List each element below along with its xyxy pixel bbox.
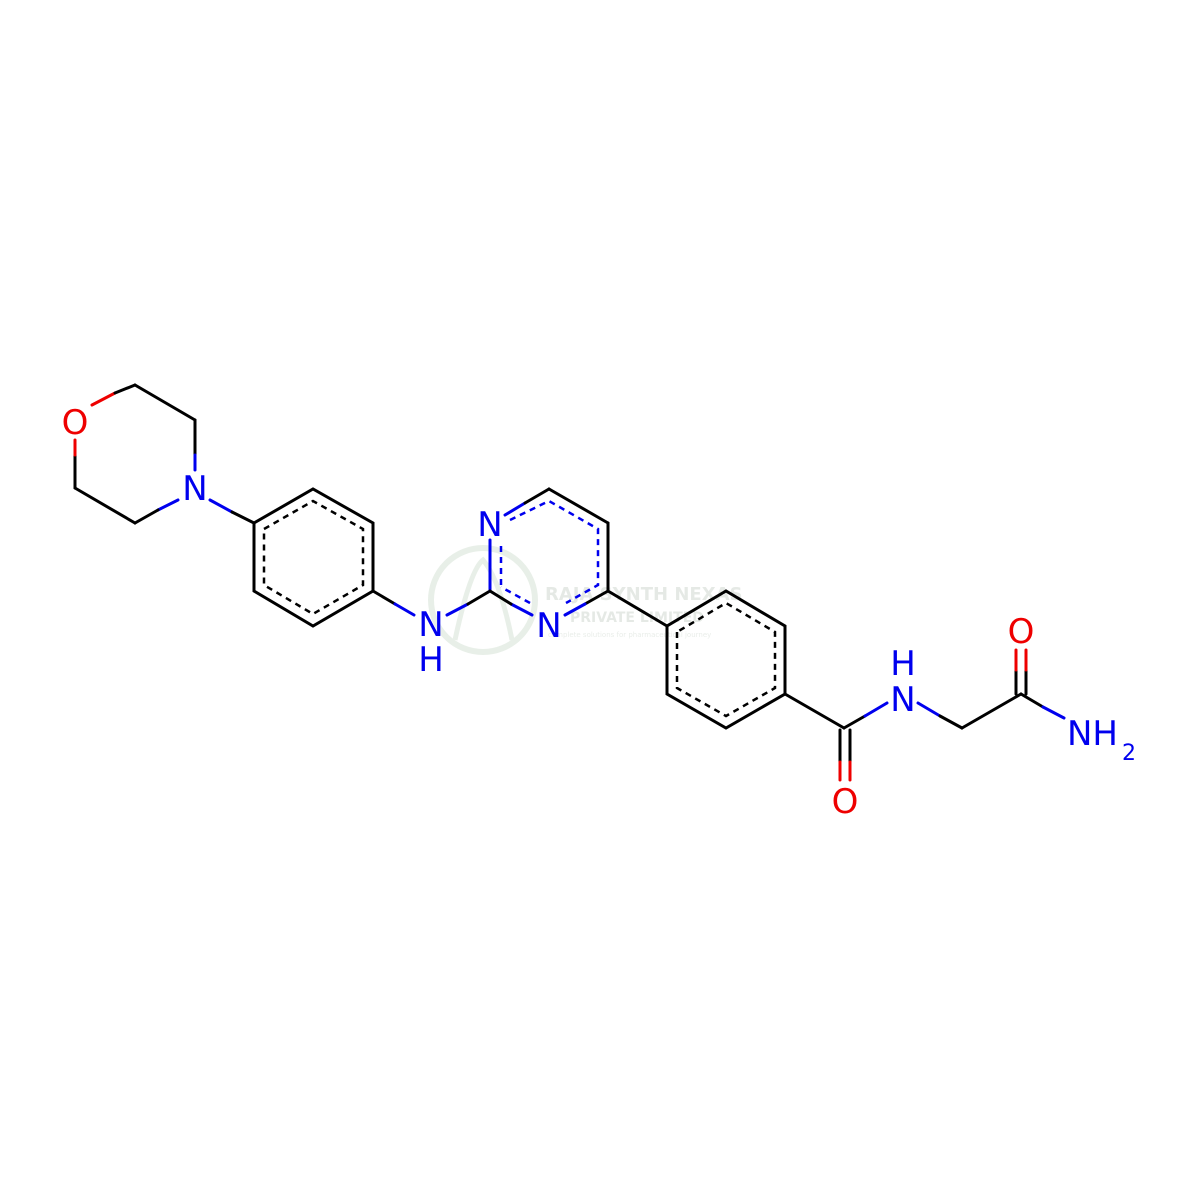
bond	[445, 602, 470, 617]
ring-aromatic	[500, 585, 531, 605]
bond	[133, 508, 160, 525]
bond	[938, 714, 964, 730]
atom-label-amide-o: O	[832, 782, 859, 822]
ring-aromatic	[675, 601, 777, 718]
bond	[503, 501, 527, 517]
bond	[466, 589, 492, 606]
bond	[90, 391, 117, 407]
bond	[606, 589, 669, 628]
ring-outline	[252, 487, 375, 628]
watermark-line3: complete solutions for pharmaceutical jo…	[548, 631, 711, 639]
atom-label-amine-n: N	[418, 605, 443, 645]
bond	[509, 602, 534, 617]
atom-label-morpholine-n: N	[182, 469, 207, 509]
atom-label-terminal-h2-subscript: 2	[1122, 741, 1136, 766]
bond	[133, 383, 197, 422]
bond	[583, 589, 610, 606]
watermark-logo-ring	[428, 545, 538, 655]
atom-label-amine-h: H	[418, 640, 444, 680]
bond	[230, 510, 256, 525]
bond	[393, 602, 416, 617]
bond	[1019, 692, 1045, 709]
watermark-logo-mark	[452, 556, 515, 641]
bond	[113, 383, 137, 395]
bond	[488, 589, 513, 606]
left-benzene-ring	[252, 487, 375, 628]
ring-aromatic	[262, 499, 365, 616]
atom-label-morpholine-o: O	[62, 403, 89, 443]
atom-label-terminal-nh: NH	[1067, 714, 1118, 754]
watermark-line2: PRIVATE LIMITED	[570, 610, 704, 626]
atom-label-pyrimidine-n3: N	[536, 606, 561, 646]
atom-label-amide-h: H	[890, 644, 916, 684]
bond	[547, 487, 610, 525]
bond	[156, 498, 180, 512]
bond	[842, 714, 867, 730]
ring-aromatic	[509, 499, 600, 605]
atom-labels: O N N H N N N H O O NH 2	[62, 403, 1136, 822]
bond	[523, 487, 551, 505]
bond	[208, 498, 234, 514]
atom-label-terminal-o: O	[1008, 612, 1035, 652]
bond	[563, 602, 587, 617]
bond	[916, 701, 942, 718]
pyrimidine-ring	[488, 487, 610, 617]
watermark: RAJA SYNTH NEXAS PRIVATE LIMITED complet…	[428, 545, 743, 655]
bond	[371, 589, 397, 606]
bond	[1041, 705, 1066, 720]
watermark-line1: RAJA SYNTH NEXAS	[545, 584, 743, 605]
atom-label-amide-n: N	[890, 680, 915, 720]
morpholine-ring	[73, 383, 197, 525]
bond	[73, 486, 137, 525]
bond	[863, 701, 889, 718]
atom-label-pyrimidine-n1: N	[477, 505, 502, 545]
bond	[783, 692, 846, 730]
bond	[960, 692, 1023, 730]
